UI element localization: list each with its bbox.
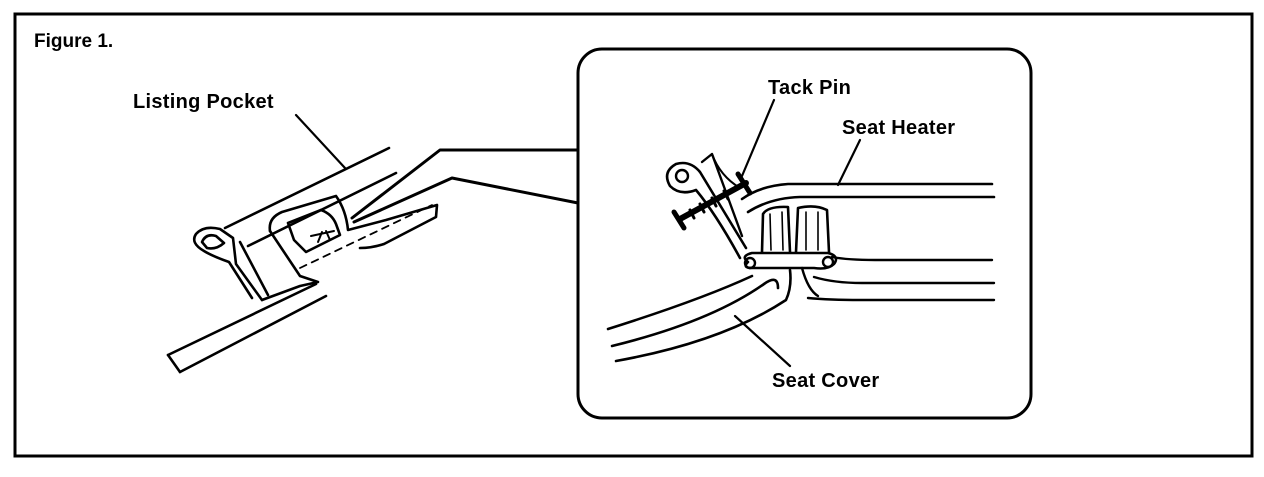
detail-frame [576, 47, 1033, 420]
seat-heater-layer [740, 182, 994, 201]
detail-callout [576, 47, 1033, 420]
label-tack-pin: Tack Pin [768, 77, 852, 99]
label-listing-pocket: Listing Pocket [133, 91, 274, 113]
label-seat-cover: Seat Cover [772, 370, 880, 392]
seat-cover-leader [733, 314, 792, 368]
figure-title: Figure 1. [34, 31, 114, 52]
seat-heater-leader [836, 138, 862, 187]
seat-cover-layer [606, 274, 754, 331]
tack-pin-leader [740, 98, 776, 178]
seat-overview-drawing [166, 113, 580, 374]
figure-frame [13, 12, 1254, 458]
label-seat-heater: Seat Heater [842, 117, 956, 139]
listing-pocket-leader [294, 113, 347, 170]
